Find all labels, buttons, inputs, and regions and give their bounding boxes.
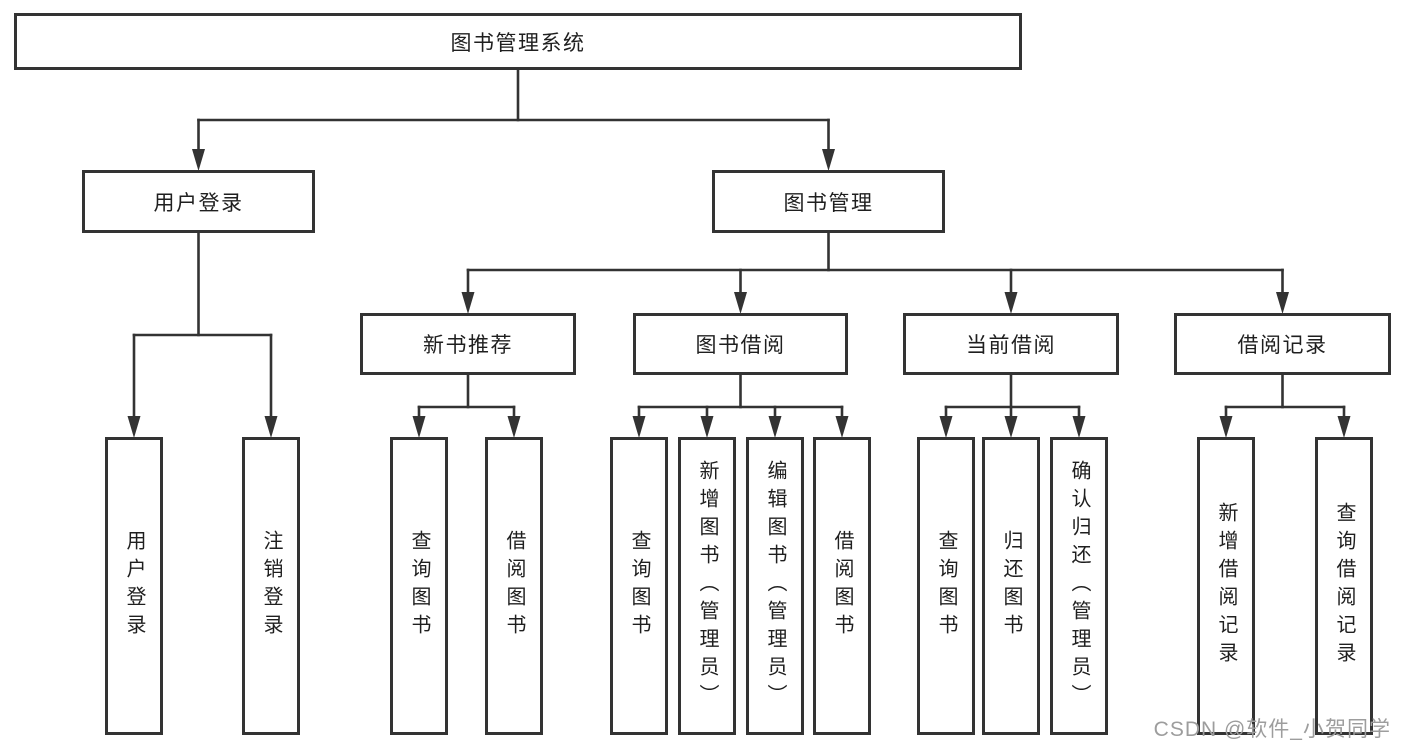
node-label: 新书推荐 xyxy=(423,334,513,357)
node-current-borrowing: 当前借阅 xyxy=(903,313,1119,375)
node-leaf-add-book-admin: 新增图书（管理员） xyxy=(678,437,736,735)
node-leaf-return-book: 归还图书 xyxy=(982,437,1040,735)
node-label: 归还图书 xyxy=(1000,530,1022,642)
node-leaf-borrow-book-recommend: 借阅图书 xyxy=(485,437,543,735)
node-label: 图书管理 xyxy=(783,191,874,215)
node-user-login: 用户登录 xyxy=(82,170,315,233)
arrowhead-icon xyxy=(835,416,849,438)
arrowhead-icon xyxy=(1004,416,1018,438)
node-label: 注销登录 xyxy=(260,530,282,642)
arrowhead-icon xyxy=(461,292,475,314)
node-leaf-query-borrow-record: 查询借阅记录 xyxy=(1315,437,1373,735)
arrowhead-icon xyxy=(700,416,714,438)
node-label: 查询借阅记录 xyxy=(1333,502,1355,670)
arrowhead-icon xyxy=(507,416,521,438)
node-label: 图书管理系统 xyxy=(450,31,586,55)
node-label: 编辑图书（管理员） xyxy=(764,460,786,712)
node-leaf-user-login: 用户登录 xyxy=(105,437,163,735)
node-leaf-query-book-current: 查询图书 xyxy=(917,437,975,735)
node-borrowing-records: 借阅记录 xyxy=(1174,313,1391,375)
arrowhead-icon xyxy=(127,416,141,438)
node-leaf-edit-book-admin: 编辑图书（管理员） xyxy=(746,437,804,735)
arrowhead-icon xyxy=(1219,416,1233,438)
node-leaf-logout: 注销登录 xyxy=(242,437,300,735)
arrowhead-icon xyxy=(632,416,646,438)
arrowhead-icon xyxy=(412,416,426,438)
node-label: 图书借阅 xyxy=(695,334,786,357)
node-book-management: 图书管理 xyxy=(712,170,945,233)
node-leaf-add-borrow-record: 新增借阅记录 xyxy=(1197,437,1255,735)
arrowhead-icon xyxy=(734,292,747,314)
node-label: 借阅图书 xyxy=(503,530,525,642)
node-leaf-query-book-recommend: 查询图书 xyxy=(390,437,448,735)
arrowhead-icon xyxy=(768,416,782,438)
node-book-borrowing: 图书借阅 xyxy=(633,313,848,375)
node-label: 当前借阅 xyxy=(966,334,1056,357)
arrowhead-icon xyxy=(264,416,278,438)
arrowhead-icon xyxy=(1004,292,1018,314)
node-label: 确认归还（管理员） xyxy=(1068,460,1090,712)
arrowhead-icon xyxy=(1072,416,1086,438)
node-new-book-recommend: 新书推荐 xyxy=(360,313,576,375)
arrowhead-icon xyxy=(192,149,205,171)
node-label: 新增借阅记录 xyxy=(1215,502,1237,670)
node-label: 借阅记录 xyxy=(1237,334,1328,357)
arrowhead-icon xyxy=(1276,292,1289,314)
node-system-root: 图书管理系统 xyxy=(14,13,1022,70)
node-leaf-borrow-book-borrowing: 借阅图书 xyxy=(813,437,871,735)
node-leaf-query-book-borrowing: 查询图书 xyxy=(610,437,668,735)
node-label: 查询图书 xyxy=(628,530,650,642)
node-label: 用户登录 xyxy=(153,191,244,215)
watermark: CSDN @软件_小贺同学 xyxy=(1153,718,1391,741)
node-leaf-confirm-return-admin: 确认归还（管理员） xyxy=(1050,437,1108,735)
node-label: 用户登录 xyxy=(123,530,145,642)
arrowhead-icon xyxy=(1337,416,1351,438)
node-label: 查询图书 xyxy=(408,530,430,642)
node-label: 查询图书 xyxy=(935,530,957,642)
arrowhead-icon xyxy=(822,149,835,171)
arrowhead-icon xyxy=(939,416,953,438)
node-label: 新增图书（管理员） xyxy=(696,460,718,712)
node-label: 借阅图书 xyxy=(831,530,853,642)
